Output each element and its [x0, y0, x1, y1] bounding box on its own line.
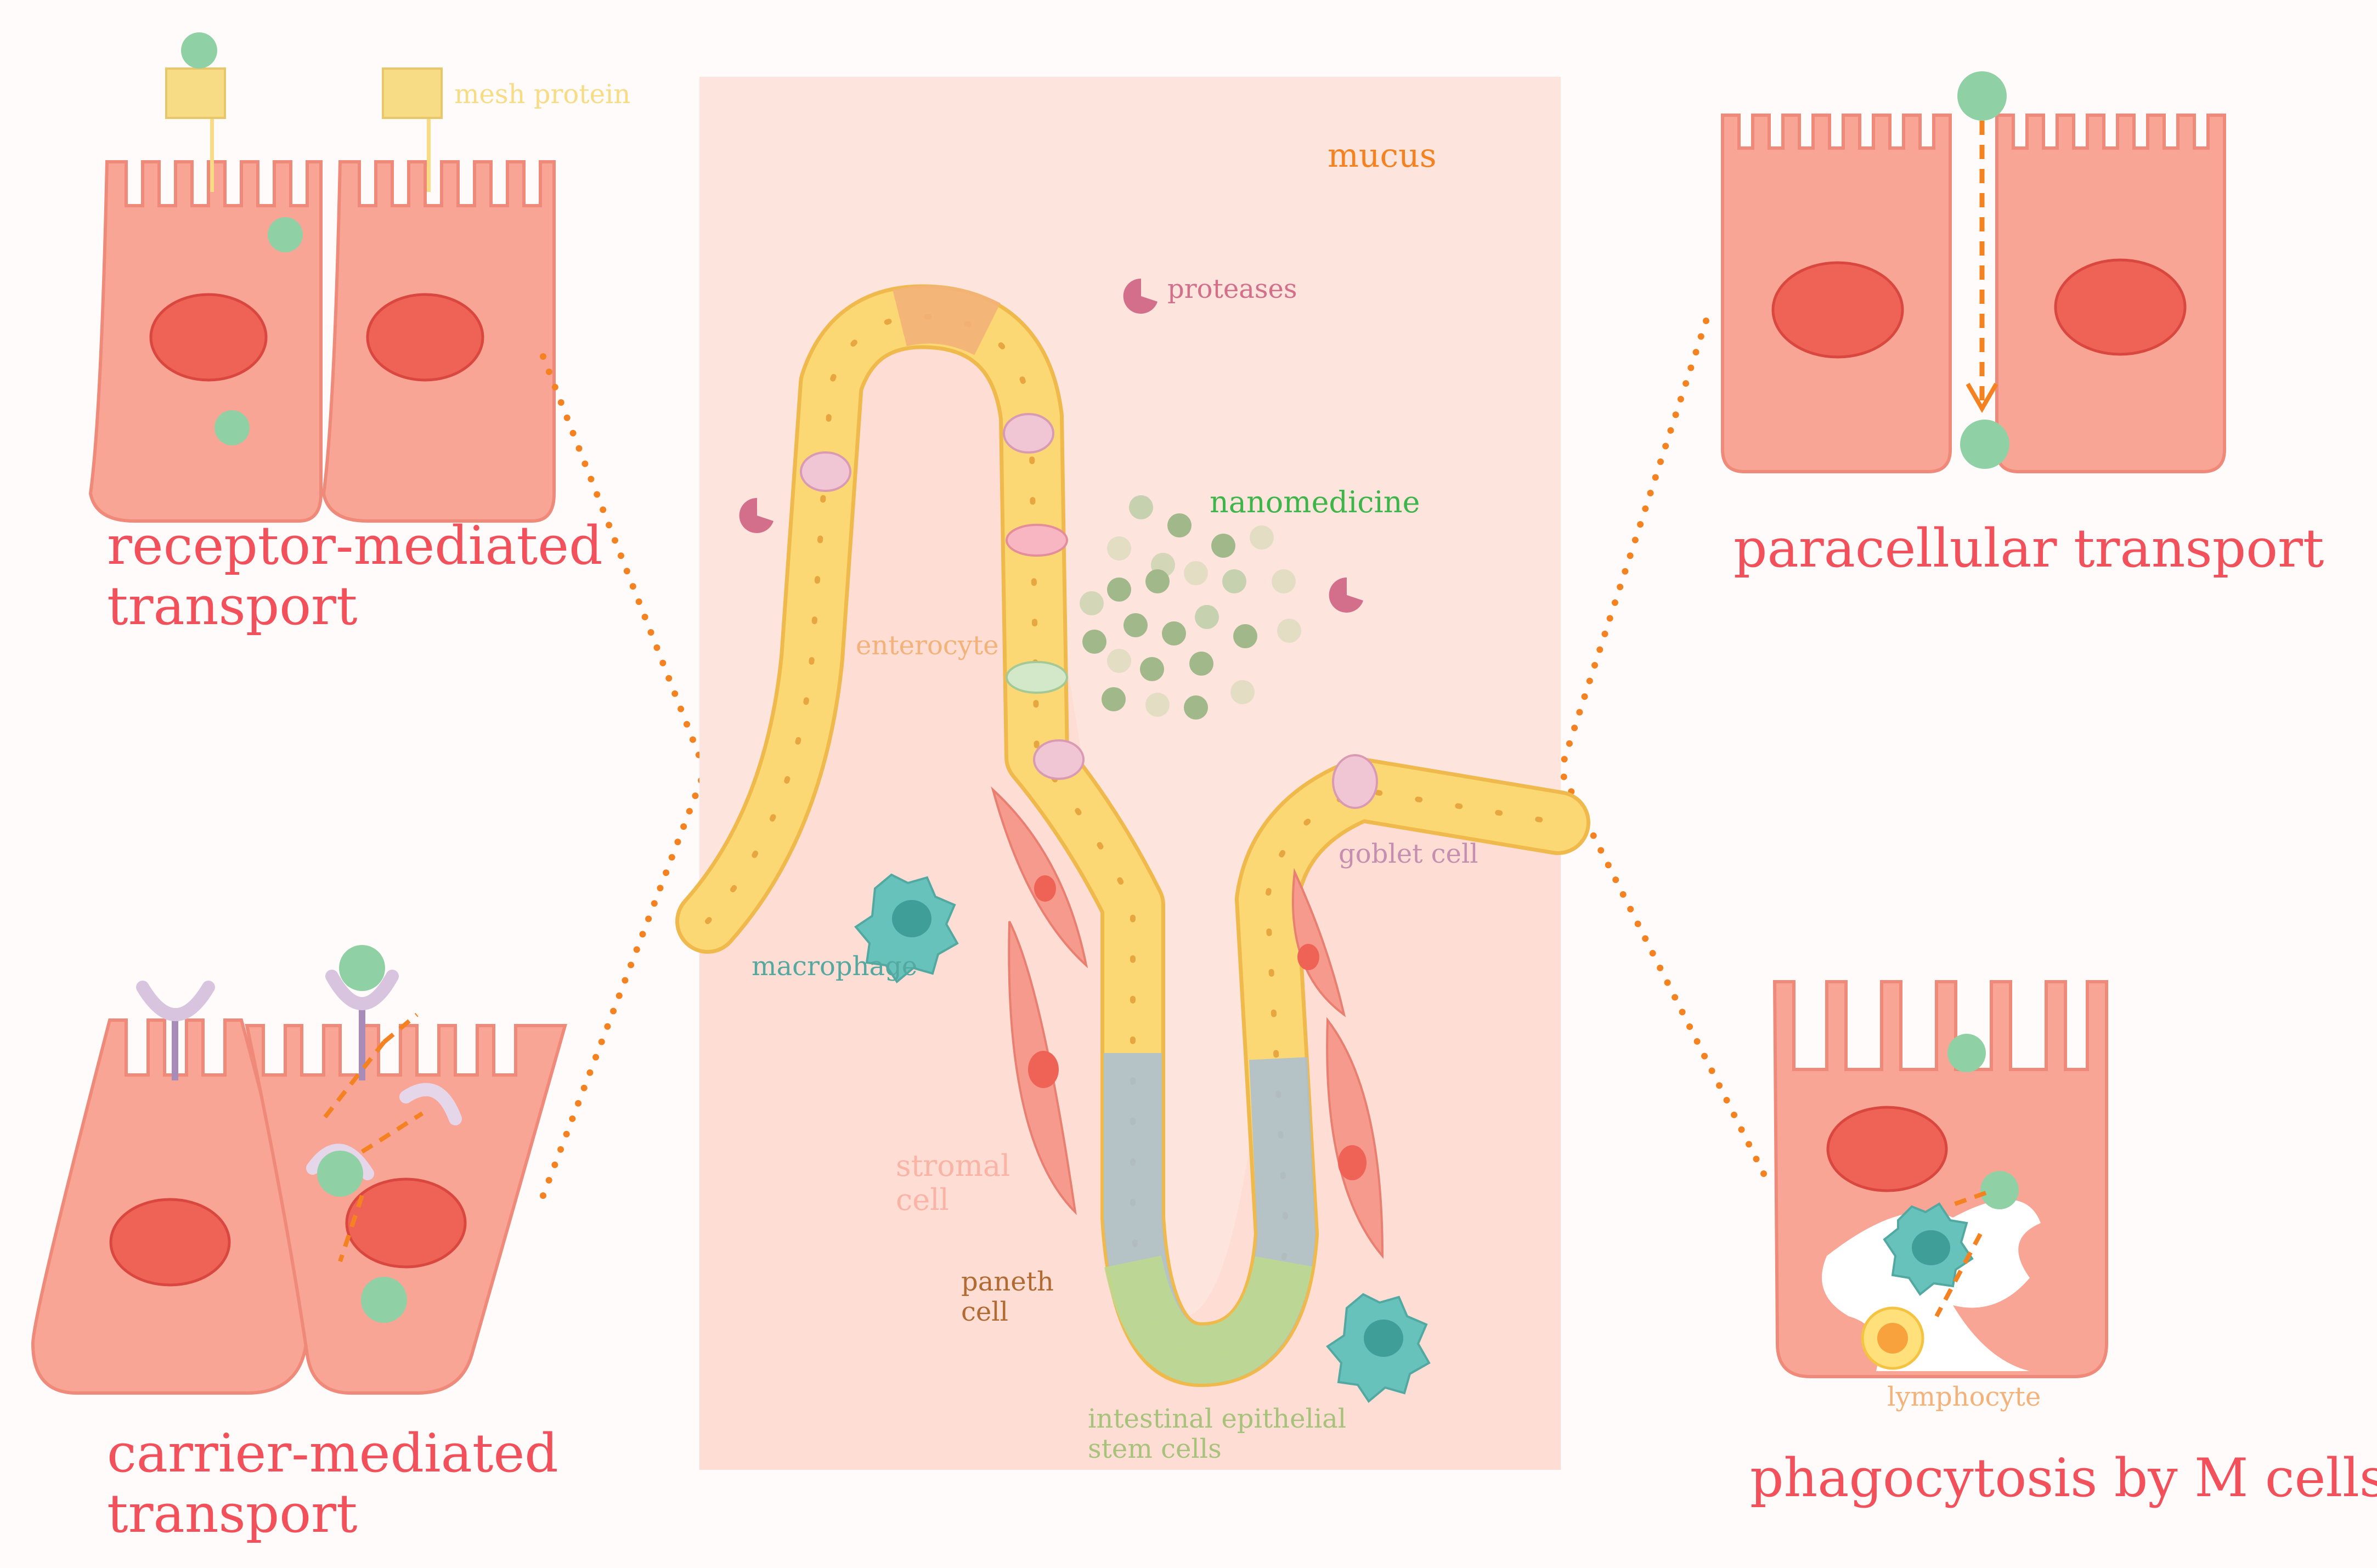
- nanoparticle: [1272, 569, 1296, 593]
- nanoparticle: [1947, 1034, 1986, 1072]
- connector-mcells: [1557, 767, 1767, 1177]
- nanoparticle: [268, 217, 303, 252]
- carrier-stalk: [172, 1020, 178, 1080]
- connector-carrier: [540, 767, 708, 1199]
- nanoparticle: [181, 32, 217, 69]
- connector-paracellular: [1557, 318, 1709, 774]
- nanoparticle: [1189, 652, 1213, 676]
- nanoparticle: [1250, 525, 1274, 550]
- nanoparticle: [339, 945, 385, 991]
- nanoparticle: [1184, 561, 1208, 585]
- nanoparticle: [1145, 693, 1170, 717]
- nanoparticle: [1230, 680, 1255, 704]
- paneth-cell-upper: [1006, 524, 1068, 557]
- carrier-protein-icon: [325, 970, 399, 1010]
- carrier-vesicle: [399, 1083, 462, 1125]
- nanoparticle: [1107, 649, 1131, 673]
- stem-cell-upper: [1006, 661, 1068, 694]
- nanoparticle: [1277, 619, 1301, 643]
- nucleus: [149, 293, 268, 382]
- nucleus: [2054, 258, 2187, 356]
- carrier-stalk: [359, 1004, 365, 1080]
- mesh-protein-label: mesh protein: [454, 79, 631, 110]
- nanoparticle: [1107, 536, 1131, 561]
- nanoparticle: [1957, 71, 2007, 121]
- paracellular-illustration: [1723, 71, 2224, 472]
- mesh-protein-icon: [382, 67, 443, 119]
- nanoparticle: [1222, 569, 1246, 593]
- macrophage-nucleus: [1912, 1230, 1950, 1265]
- receptor-mediated-illustration: [91, 32, 554, 521]
- goblet-cells: [800, 413, 1378, 809]
- m-cell-title: phagocytosis by M cells: [1750, 1447, 2377, 1509]
- nucleus: [109, 1198, 231, 1287]
- nanoparticle: [1211, 534, 1235, 558]
- nanoparticle: [1140, 657, 1164, 681]
- proteases-label: proteases: [1167, 274, 1297, 304]
- nanoparticle: [1080, 591, 1104, 615]
- nanoparticle: [1167, 513, 1192, 537]
- nanoparticle: [1123, 613, 1148, 637]
- nucleus: [366, 293, 484, 382]
- goblet-cell-label: goblet cell: [1339, 839, 1478, 869]
- nanoparticle: [1162, 621, 1186, 646]
- paracellular-title: paracellular transport: [1734, 518, 2324, 579]
- nanoparticle: [361, 1277, 407, 1323]
- nanoparticle: [1129, 495, 1153, 519]
- mesh-protein-icon: [165, 67, 226, 119]
- transport-arrows: [321, 1012, 424, 1263]
- lymphocyte-label: lymphocyte: [1887, 1382, 2041, 1412]
- macrophage-label: macrophage: [752, 951, 918, 982]
- nanoparticle: [1233, 624, 1257, 648]
- nanoparticle: [1102, 687, 1126, 711]
- mucus-label: mucus: [1328, 137, 1437, 175]
- enterocyte-label: enterocyte: [856, 630, 999, 661]
- nanoparticle: [1107, 578, 1131, 602]
- intestinal-mucosa-panel: [675, 77, 1590, 1470]
- nanomedicine-cluster: [1080, 495, 1301, 720]
- lymphocyte-nucleus: [1877, 1323, 1908, 1354]
- nucleus: [1771, 261, 1904, 359]
- nanoparticle: [1195, 605, 1219, 629]
- stromal-cells: [991, 786, 1384, 1259]
- nucleus: [1826, 1106, 1948, 1192]
- nanoparticle: [214, 410, 250, 445]
- carrier-mediated-illustration: [31, 945, 567, 1395]
- nucleus: [345, 1178, 467, 1269]
- carrier-protein-icon: [136, 981, 215, 1021]
- nanomedicine-label: nanomedicine: [1210, 485, 1420, 519]
- transport-arrows: [1934, 1191, 1987, 1317]
- nanoparticle: [1980, 1171, 2019, 1209]
- dotted-connectors: [540, 318, 1767, 1199]
- nanoparticle: [1960, 420, 2009, 469]
- arrow-head: [1966, 382, 1998, 413]
- receptor-stalk: [427, 107, 431, 192]
- m-cell-illustration: [1772, 980, 2108, 1378]
- receptor-stalk: [210, 107, 214, 192]
- epithelium-band: [675, 284, 1590, 1387]
- macrophages: [854, 873, 1431, 1403]
- nanoparticle: [1184, 695, 1208, 720]
- nanoparticle: [1145, 569, 1170, 593]
- nanoparticle: [317, 1151, 363, 1197]
- nanoparticle: [1082, 630, 1106, 654]
